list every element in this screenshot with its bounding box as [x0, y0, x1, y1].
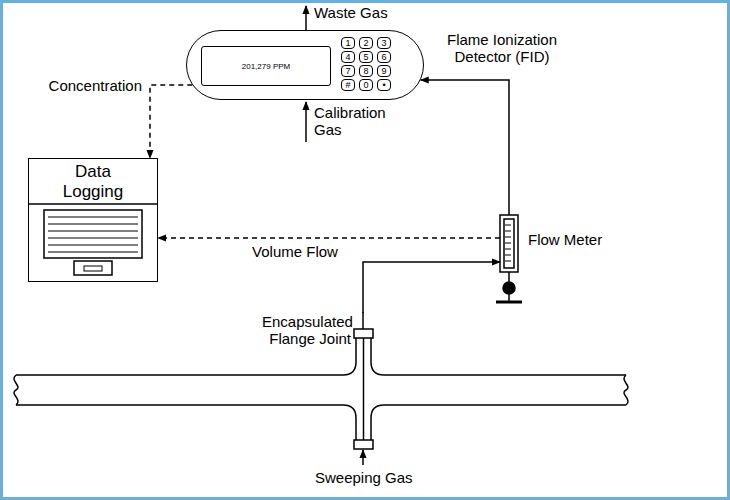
flow-meter-stem [508, 272, 510, 282]
keypad-key: 3 [377, 37, 391, 49]
flange-joint: Encapsulated Flange Joint [262, 313, 375, 347]
waste-gas-arrow [305, 6, 307, 30]
flange-bottom-port [354, 440, 373, 449]
flange-label: Encapsulated Flange Joint [262, 313, 375, 347]
gas-line [421, 80, 509, 215]
box-separator [28, 203, 158, 205]
flow-meter-glass [504, 219, 514, 268]
edge-label: Concentration [47, 77, 144, 94]
signal-line [150, 85, 192, 158]
keypad-key: 8 [359, 65, 373, 77]
display-readout: 201,279 PPM [201, 46, 331, 86]
signal-line [158, 237, 500, 239]
pipe-break-right [624, 375, 628, 405]
keypad-key: 7 [341, 65, 355, 77]
flow-meter-scale [505, 225, 511, 261]
keypad-key: # [341, 79, 355, 91]
laptop-pad [84, 266, 102, 271]
pipe-right-bottom [371, 405, 626, 440]
laptop-base [74, 261, 112, 275]
keypad-key: 5 [359, 51, 373, 63]
keypad-key: 1 [341, 37, 355, 49]
flow-meter: Flow Meter [500, 215, 607, 272]
flange-outlet-stub [362, 312, 364, 329]
gas-label: Waste Gas [312, 4, 390, 21]
flange-gasket-line [363, 338, 365, 440]
flow-meter-body [500, 215, 518, 272]
pipe-break-left [14, 375, 18, 405]
fid-device: 201,279 PPMFlame Ionization Detector (FI… [186, 30, 424, 100]
gas-label: Sweeping Gas [313, 469, 413, 486]
keypad-key: 4 [341, 51, 355, 63]
laptop-screen [44, 210, 142, 258]
data-logging-box: Data Logging [28, 158, 158, 282]
edge-label: Volume Flow [250, 243, 340, 260]
gas-label: Calibration Gas [312, 104, 392, 138]
meter-label: Flow Meter [528, 231, 602, 248]
device-label: Flame Ionization Detector (FID) [427, 31, 577, 65]
screen-lines [48, 217, 138, 252]
pipe-left-bottom [16, 405, 356, 440]
keypad-key: 2 [359, 37, 373, 49]
keypad-key: 9 [377, 65, 391, 77]
keypad-key: 6 [377, 51, 391, 63]
flow-meter-valve [503, 282, 515, 294]
flow-meter-tube [496, 215, 522, 302]
flow-meter-base [496, 301, 522, 304]
keypad-key: • [377, 79, 391, 91]
pipe-right-top [371, 338, 626, 375]
pipe [14, 329, 628, 449]
laptop-icon [28, 204, 158, 275]
keypad-key: 0 [359, 79, 373, 91]
gas-line [363, 262, 500, 313]
sweeping-gas-arrow [362, 450, 364, 465]
calibration-gas-arrow [305, 102, 307, 142]
box-title: Data Logging [53, 162, 133, 202]
flange-top-port [354, 329, 373, 338]
